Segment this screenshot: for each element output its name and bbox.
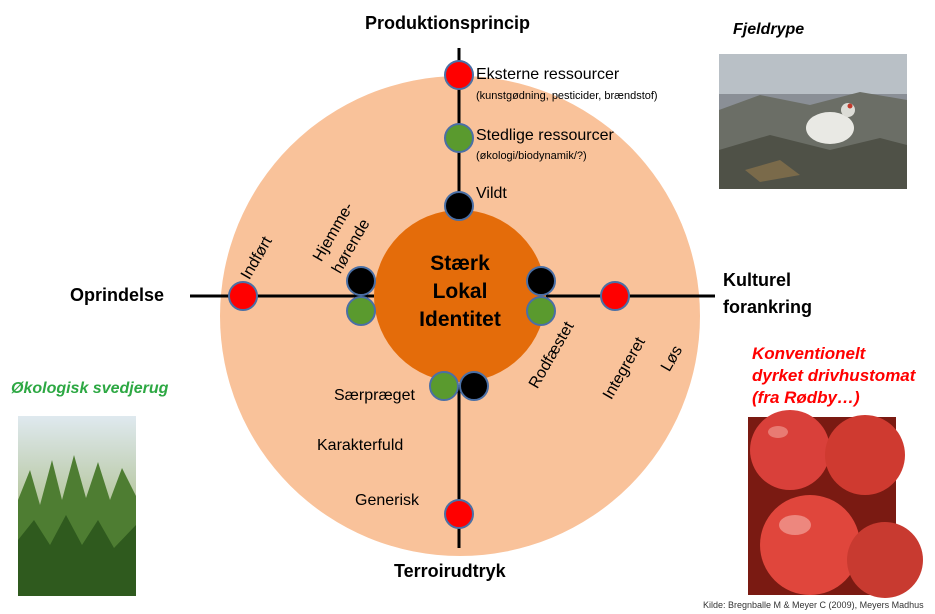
caption-tomato: Konventionelt dyrket drivhustomat (fra R… xyxy=(752,343,915,409)
axis-title-top: Produktionsprincip xyxy=(365,13,531,33)
center-line-1: Stærk xyxy=(430,252,490,275)
dot-rooted-green xyxy=(526,296,556,326)
label-wild: Vildt xyxy=(476,185,507,202)
axis-title-bottom: Terroirudtryk xyxy=(394,561,506,581)
center-line-3: Identitet xyxy=(419,308,501,331)
dot-distinctive-black xyxy=(459,371,489,401)
label-generic: Generisk xyxy=(355,492,420,509)
axis-title-left: Oprindelse xyxy=(70,285,165,305)
label-local: Stedlige ressourcer xyxy=(476,127,614,144)
dot-native-black xyxy=(346,266,376,296)
caption-ptarmigan: Fjeldrype xyxy=(733,21,805,38)
center-label: Stærk Lokal Identitet xyxy=(400,250,520,334)
dot-local-green xyxy=(444,123,474,153)
dot-introduced-red xyxy=(228,281,258,311)
tomato-photo xyxy=(748,410,923,598)
dot-generic-red xyxy=(444,499,474,529)
dot-native-green xyxy=(346,296,376,326)
inner-circle xyxy=(374,210,546,382)
rye-photo xyxy=(18,416,136,596)
center-line-2: Lokal xyxy=(432,280,488,303)
label-external-sub: (kunstgødning, pesticider, brændstof) xyxy=(476,90,658,102)
dot-rooted-black xyxy=(526,266,556,296)
caption-tomato-line-1: Konventionelt xyxy=(752,344,866,363)
ptarmigan-photo xyxy=(719,54,907,189)
dot-distinctive-green xyxy=(429,371,459,401)
dot-external-red xyxy=(444,60,474,90)
axis-title-right-1: Kulturel xyxy=(723,270,792,290)
axis-title-right-2: forankring xyxy=(723,297,813,317)
caption-organic-rye: Økologisk svedjerug xyxy=(11,380,169,397)
caption-tomato-line-2: dyrket drivhustomat xyxy=(752,366,916,385)
label-local-sub: (økologi/biodynamik/?) xyxy=(476,150,587,162)
caption-tomato-line-3: (fra Rødby…) xyxy=(752,388,860,407)
source-credit: Kilde: Bregnballe M & Meyer C (2009), Me… xyxy=(703,600,924,610)
label-external: Eksterne ressourcer xyxy=(476,66,620,83)
dot-wild-black xyxy=(444,191,474,221)
label-distinctive: Særpræget xyxy=(334,387,415,404)
dot-integrated-red xyxy=(600,281,630,311)
label-characterful: Karakterfuld xyxy=(317,437,404,454)
